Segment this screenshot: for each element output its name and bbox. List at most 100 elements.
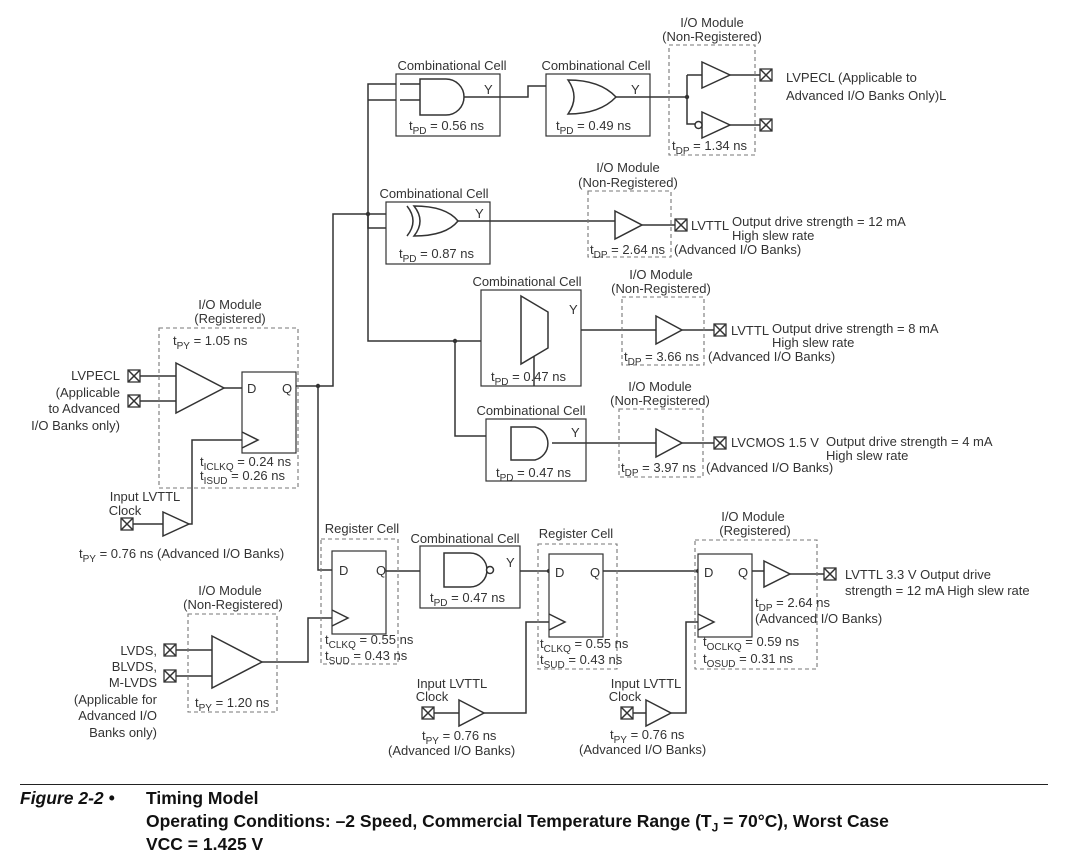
module-subtitle: (Non-Registered) <box>578 175 678 190</box>
cell-delay: tPD = 0.87 ns <box>399 246 474 265</box>
clkq-delay: tCLKQ = 0.55 ns <box>325 632 414 651</box>
cell-title: Combinational Cell <box>410 531 519 546</box>
module-outline <box>694 539 818 670</box>
xor-gate-arc <box>406 205 414 237</box>
module-title: I/O Module <box>721 509 785 524</box>
io-module-lvcmos: I/O Module (Non-Registered) tDP = 3.97 n… <box>610 379 993 479</box>
cell-y-pin: Y <box>475 206 484 221</box>
caption-rule <box>20 784 1048 785</box>
ff-d-pin: D <box>704 565 713 580</box>
flip-flop <box>241 371 297 454</box>
ff-q-pin: Q <box>590 565 600 580</box>
drive-strength: Output drive strength = 4 mA <box>826 434 993 449</box>
register-title: Register Cell <box>325 521 400 536</box>
caption-line-2a: Operating Conditions: –2 Speed, Commerci… <box>146 811 712 831</box>
module-outline <box>621 296 705 366</box>
caption-line-2: Operating Conditions: –2 Speed, Commerci… <box>146 811 889 835</box>
cell-title: Combinational Cell <box>541 58 650 73</box>
pad-icon <box>163 643 177 657</box>
nand-gate-icon <box>443 552 488 588</box>
cell-delay: tPD = 0.49 ns <box>556 118 631 137</box>
ff-d-pin: D <box>555 565 564 580</box>
pad-icon <box>127 369 141 383</box>
wire-bus-down <box>367 214 521 342</box>
slew-rate: High slew rate <box>772 335 854 350</box>
module-bank: (Advanced I/O Banks) <box>706 460 833 475</box>
clock-bank: (Advanced I/O Banks) <box>388 743 515 758</box>
wire-up-bus <box>318 213 368 387</box>
junction-dot <box>684 94 690 100</box>
input-clock-3: Input LVTTL Clock tPY = 0.76 ns (Advance… <box>579 676 706 757</box>
cell-and-top: Combinational Cell Y tPD = 0.56 ns <box>395 58 507 137</box>
input-label: LVDS, <box>120 643 157 658</box>
output-buffer-icon <box>655 314 684 346</box>
flip-flop <box>697 553 753 638</box>
clock-bank: (Advanced I/O Banks) <box>579 742 706 757</box>
clock-subtitle: Clock <box>416 689 449 704</box>
and-gate-icon <box>510 426 549 461</box>
pad-icon <box>759 118 773 132</box>
pad-icon <box>620 706 634 720</box>
pad-icon <box>713 436 727 450</box>
register-cell-1: Register Cell D Q tCLKQ = 0.55 ns tSUD =… <box>320 521 414 667</box>
module-title: I/O Module <box>198 297 262 312</box>
module-delay: tDP = 3.97 ns <box>621 460 696 479</box>
wire-lvds-out <box>262 617 332 663</box>
module-bank: (Advanced I/O Banks) <box>674 242 801 257</box>
clock-input-icon <box>548 613 567 631</box>
io-module-lvds-input: I/O Module (Non-Registered) tPY = 1.20 n… <box>74 583 283 740</box>
output-label: LVTTL 3.3 V Output drive <box>845 567 991 582</box>
clock-title: Input LVTTL <box>110 489 181 504</box>
module-delay: tPY = 1.20 ns <box>195 695 270 714</box>
clock-delay: tPY = 0.76 ns (Advanced I/O Banks) <box>79 546 284 565</box>
junction-dot <box>452 338 458 344</box>
clock-buffer-icon <box>162 510 191 538</box>
module-outline <box>158 327 299 489</box>
pad-icon <box>421 706 435 720</box>
pad-label: LVTTL <box>731 323 769 338</box>
module-bank: (Advanced I/O Banks) <box>708 349 835 364</box>
pad-label: LVTTL <box>691 218 729 233</box>
pad-icon <box>120 517 134 531</box>
clock-title: Input LVTTL <box>417 676 488 691</box>
module-outline <box>187 613 278 713</box>
cell-pins <box>400 83 500 101</box>
figure-caption: Figure 2-2 • Timing Model Operating Cond… <box>0 784 1068 868</box>
cell-y-pin: Y <box>484 82 493 97</box>
ff-d-pin: D <box>247 381 256 396</box>
io-module-lvttl-8ma: I/O Module (Non-Registered) tDP = 3.66 n… <box>611 267 939 368</box>
dp-delay: tDP = 2.64 ns <box>755 595 830 614</box>
clock-subtitle: Clock <box>109 503 142 518</box>
flip-flop <box>548 553 604 638</box>
caption-line-2-sub: J <box>711 820 719 835</box>
module-subtitle: (Registered) <box>194 311 266 326</box>
output-buffer-icon <box>655 427 684 459</box>
cell-delay: tPD = 0.47 ns <box>491 369 566 388</box>
io-module-lvttl-12ma: I/O Module (Non-Registered) tDP = 2.64 n… <box>578 160 906 261</box>
cell-title: Combinational Cell <box>379 186 488 201</box>
module-subtitle: (Registered) <box>719 523 791 538</box>
caption-line-1: Timing Model <box>146 788 259 808</box>
clock-buffer-icon <box>645 698 673 728</box>
pad-icon <box>759 68 773 82</box>
module-title: I/O Module <box>198 583 262 598</box>
cell-title: Combinational Cell <box>472 274 581 289</box>
wire-main-bus <box>317 386 332 571</box>
register-outline <box>320 538 399 665</box>
wire-clk3-out <box>671 621 698 714</box>
pad-icon <box>823 567 837 581</box>
slew-rate: High slew rate <box>826 448 908 463</box>
input-clock-1: Input LVTTL Clock tPY = 0.76 ns (Advance… <box>79 489 284 565</box>
input-label: (Applicable <box>56 385 120 400</box>
module-title: I/O Module <box>680 15 744 30</box>
and-gate-icon <box>419 78 465 116</box>
or-gate-icon <box>566 79 618 115</box>
ff-q-pin: Q <box>738 565 748 580</box>
register-cell-2: Register Cell D Q tCLKQ = 0.55 ns tSUD =… <box>537 526 629 671</box>
caption-line-3: VCC = 1.425 V <box>146 834 264 854</box>
io-module-registered-input: I/O Module (Registered) tPY = 1.05 ns D … <box>31 297 299 489</box>
input-label: LVPECL <box>71 368 120 383</box>
cell-y-pin: Y <box>571 425 580 440</box>
module-delay: tDP = 2.64 ns <box>590 242 665 261</box>
